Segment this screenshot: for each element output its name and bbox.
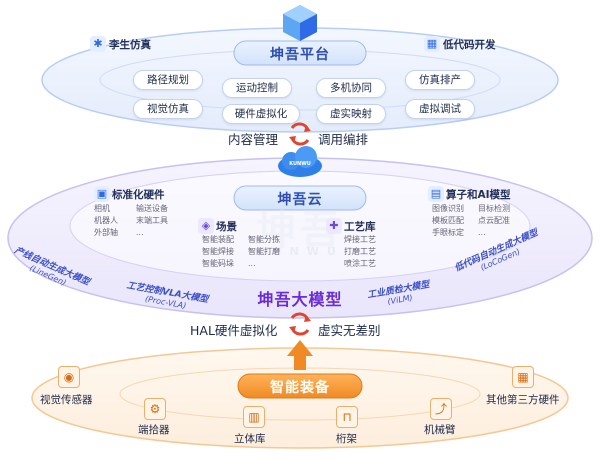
pill-path-planning: 路径规划 (133, 70, 203, 90)
pill-hw-virtual: 硬件虚拟化 (222, 104, 300, 124)
cube-logo-icon (283, 5, 317, 41)
device-gantry: 桁架 (336, 433, 357, 445)
hardware-item: ... (136, 228, 144, 237)
grid-icon: ▦ (424, 36, 440, 52)
pill-virtual-debug: 虚拟调试 (405, 99, 475, 119)
device-third-party: 其他第三方硬件 (486, 394, 560, 406)
algorithm-item: ... (478, 228, 486, 237)
vision-sensor-icon: ◉ (58, 366, 80, 388)
scene-item: 智能分拣 (248, 235, 280, 244)
cloud-title-plate (233, 185, 367, 211)
label-hal-virtual: HAL硬件虚拟化 (190, 323, 278, 338)
pill-digital-mapping: 虚实映射 (316, 104, 386, 124)
device-robot-arm: 机械臂 (424, 424, 456, 436)
algorithm-item: 目标检测 (478, 204, 510, 213)
scene-item: 智能码垛 (202, 259, 234, 268)
process-item: 焊接工艺 (344, 235, 376, 244)
robot-arm-icon: ⤴ (430, 398, 452, 420)
feature-twin-sim: 李生仿真 (109, 39, 151, 51)
cloud-icon-label: KUNWU (289, 161, 311, 167)
process-items: 焊接工艺 打磨工艺 喷涂工艺 (344, 234, 388, 270)
scene-icon: ◈ (198, 218, 214, 234)
scene-item: 智能打磨 (248, 247, 280, 256)
scene-item: 智能焊接 (202, 247, 234, 256)
hardware-item: 机器人 (94, 216, 118, 225)
scene-title: 场景 (216, 221, 237, 233)
algorithm-item: 手眼标定 (432, 228, 464, 237)
algorithm-title: 算子和AI模型 (446, 189, 511, 201)
algorithm-items: 图像识别 目标检测 模板匹配 点云配准 手眼标定... (432, 203, 522, 239)
gantry-icon: ⊓ (336, 406, 358, 428)
pill-vision-sim: 视觉仿真 (133, 99, 203, 119)
cloud-title: 坤吾云 (277, 192, 323, 208)
snowflake-icon: ✱ (90, 36, 106, 52)
third-party-icon: ▦ (512, 366, 534, 388)
up-arrow-shape (287, 340, 313, 370)
pill-sim-scheduling: 仿真排产 (405, 70, 475, 90)
watermark-sub: KUNWU (256, 245, 344, 258)
end-effector-icon: ⚙ (144, 398, 166, 420)
label-content-mgmt: 内容管理 (228, 132, 279, 147)
platform-title: 坤吾平台 (270, 47, 330, 63)
device-vision-sensor: 视觉传感器 (40, 394, 93, 406)
algorithm-icon: ▤ (428, 186, 444, 202)
equipment-title: 智能装备 (270, 380, 330, 396)
hardware-title: 标准化硬件 (112, 189, 165, 201)
hardware-item: 外部轴 (94, 228, 118, 237)
scene-item: ... (248, 259, 256, 268)
hardware-item: 相机 (94, 204, 110, 213)
label-no-difference: 虚实无差别 (318, 323, 381, 338)
models-title: 坤吾大模型 (257, 290, 343, 309)
pill-multi-robot: 多机协同 (316, 78, 386, 98)
feature-lowcode: 低代码开发 (443, 39, 496, 51)
hardware-items: 相机 输送设备 机器人 末端工具 外部轴... (94, 203, 180, 239)
process-item: 喷涂工艺 (344, 259, 376, 268)
label-call-orchestration: 调用编排 (318, 132, 369, 147)
algorithm-item: 模板匹配 (432, 216, 464, 225)
algorithm-item: 点云配准 (478, 216, 510, 225)
algorithm-item: 图像识别 (432, 204, 464, 213)
device-end-effector: 端拾器 (138, 424, 170, 436)
warehouse-icon: ▥ (243, 406, 265, 428)
device-warehouse: 立体库 (234, 433, 266, 445)
equipment-title-plate (237, 373, 363, 399)
process-title: 工艺库 (344, 221, 376, 233)
hardware-item: 末端工具 (136, 216, 168, 225)
hardware-item: 输送设备 (136, 204, 168, 213)
process-icon: ✚ (326, 218, 342, 234)
process-item: 打磨工艺 (344, 247, 376, 256)
pill-motion-control: 运动控制 (222, 78, 292, 98)
scene-items: 智能装配 智能分拣 智能焊接 智能打磨 智能码垛... (202, 234, 292, 270)
hardware-icon: ▣ (94, 186, 110, 202)
cloud-icon (278, 146, 322, 177)
scene-item: 智能装配 (202, 235, 234, 244)
